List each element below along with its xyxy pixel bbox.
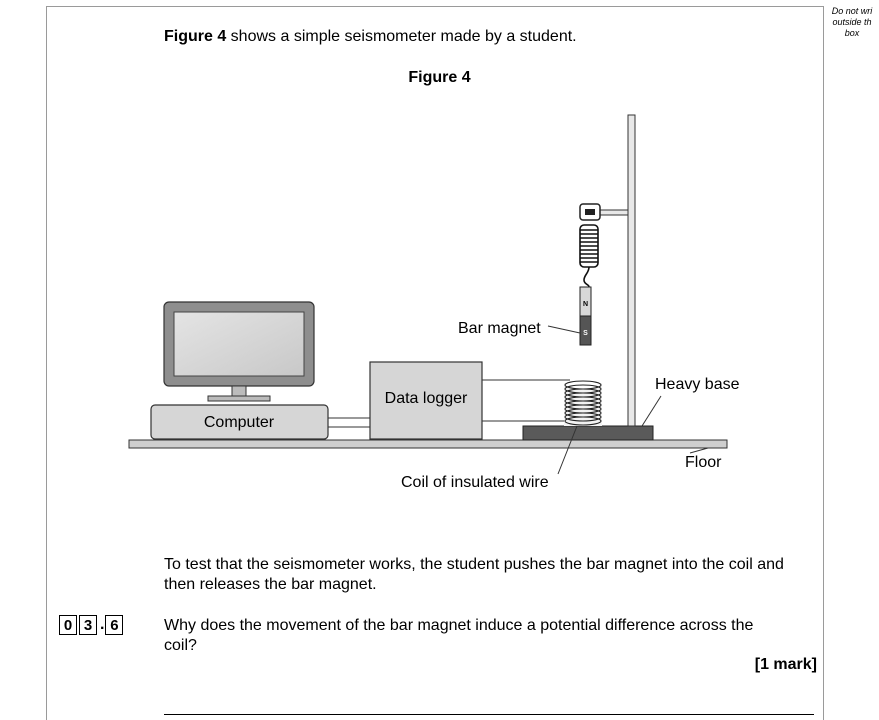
heavy-base-label: Heavy base: [655, 376, 740, 393]
label-heavy-base: Heavy base: [641, 376, 740, 427]
page-frame-top: [46, 6, 824, 7]
retort-stand: [597, 114, 636, 427]
south-pole-label: S: [583, 330, 588, 337]
figure-title: Figure 4: [408, 69, 471, 86]
floor-label: Floor: [685, 454, 722, 471]
question-number-digit: 0: [59, 615, 77, 635]
computer-base-unit: Computer: [150, 404, 329, 440]
label-bar-magnet: Bar magnet: [458, 320, 581, 337]
intro-sentence: Figure 4 shows a simple seismometer made…: [164, 28, 577, 46]
page-frame-left: [46, 6, 47, 720]
computer-logger-cable: [328, 417, 370, 428]
question-number-dot: .: [100, 616, 105, 633]
figure-reference: Figure 4: [164, 28, 227, 45]
heavy-base: [522, 425, 654, 441]
margin-note-line: outside th: [832, 17, 872, 27]
question-number-digit: 6: [105, 615, 124, 635]
label-floor: Floor: [685, 447, 722, 471]
answer-line[interactable]: [164, 714, 814, 715]
intro-text: shows a simple seismometer made by a stu…: [226, 28, 577, 45]
coil-label: Coil of insulated wire: [401, 474, 549, 491]
floor: [128, 439, 728, 449]
data-logger-label: Data logger: [385, 390, 468, 407]
marks-allocation: [1 mark]: [754, 656, 817, 673]
margin-note-line: Do not wri: [831, 6, 873, 16]
north-pole-label: N: [583, 301, 588, 308]
test-description: To test that the seismometer works, the …: [164, 556, 784, 593]
spring: [579, 224, 599, 289]
computer-label: Computer: [204, 414, 275, 431]
computer-monitor: [163, 301, 315, 402]
question-text: Why does the movement of the bar magnet …: [164, 617, 754, 654]
coil: [564, 380, 602, 426]
question-number-digit: 3: [79, 615, 97, 635]
data-logger: Data logger: [369, 361, 483, 440]
seismometer-diagram: Computer Data logger: [128, 114, 740, 491]
margin-note: Do not wri outside th box: [826, 6, 878, 39]
bar-magnet-label: Bar magnet: [458, 320, 541, 337]
question-number: 0 3 . 6: [59, 615, 125, 635]
clamp: [579, 203, 601, 221]
margin-note-line: box: [844, 28, 860, 38]
page-frame-right: [823, 6, 824, 720]
coil-wires: [482, 379, 570, 422]
label-coil: Coil of insulated wire: [401, 425, 578, 491]
bar-magnet: N S: [579, 286, 592, 346]
seismometer-figure: Computer Data logger: [120, 105, 750, 505]
